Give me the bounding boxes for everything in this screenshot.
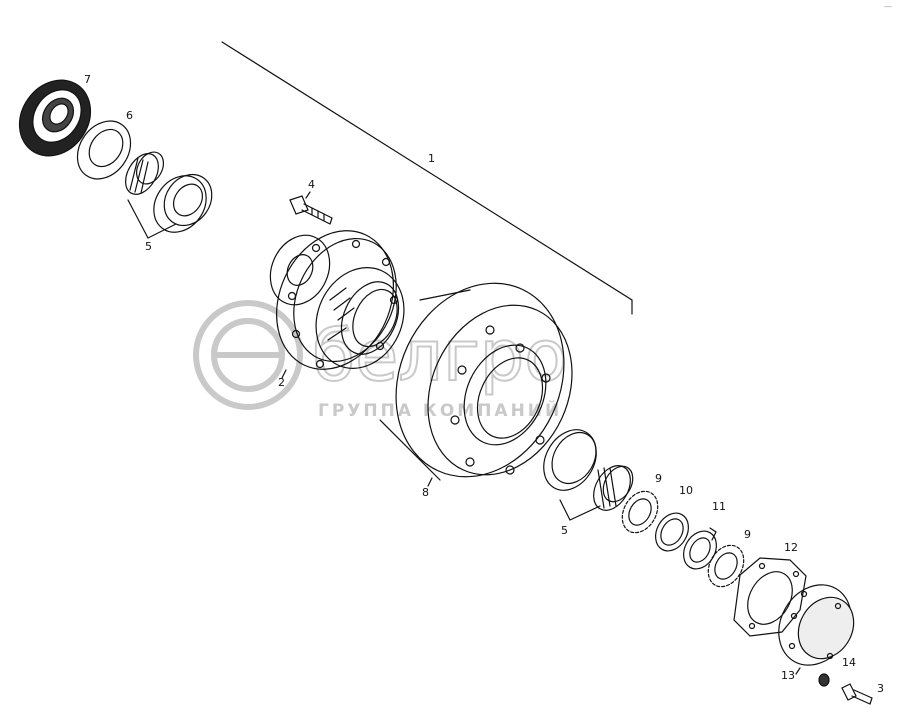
watermark-logo-icon — [193, 300, 303, 410]
part-3-cap-bolt — [841, 683, 873, 705]
watermark: белгро ГРУППА КОМПАНИЙ — [193, 300, 568, 421]
corner-mark: — — [884, 2, 892, 11]
assembly-leader-line — [221, 41, 633, 315]
callout-11: 11 — [712, 500, 726, 513]
callout-9-lower: 9 — [744, 528, 751, 541]
part-6-washer — [76, 120, 132, 180]
part-2-hub — [269, 230, 405, 379]
part-11-tab-washer — [683, 527, 717, 570]
callout-8: 8 — [422, 486, 429, 499]
callout-1: 1 — [428, 152, 435, 165]
part-4-bolt — [289, 191, 333, 225]
callout-3: 3 — [877, 682, 884, 695]
watermark-brand: белгро — [312, 315, 567, 397]
callout-12: 12 — [784, 541, 798, 554]
part-12-gasket — [733, 557, 807, 637]
callout-4: 4 — [308, 178, 315, 191]
callout-10: 10 — [679, 484, 693, 497]
callout-14: 14 — [842, 656, 856, 669]
part-13-hub-cap — [778, 584, 855, 675]
part-14-small-washer — [818, 673, 830, 687]
callout-5-lower: 5 — [561, 524, 568, 537]
part-9-lower-lock-washer — [707, 544, 745, 588]
watermark-tagline: ГРУППА КОМПАНИЙ — [318, 399, 562, 421]
callout-13: 13 — [781, 669, 795, 682]
part-10-ring — [655, 512, 689, 552]
part-8-brake-drum — [379, 282, 573, 487]
callout-9-upper: 9 — [655, 472, 662, 485]
part-9-upper-lock-washer — [621, 490, 659, 534]
part-5-lower-bearing — [543, 429, 634, 521]
part-5-upper-bearing — [125, 151, 213, 239]
callout-5-upper: 5 — [145, 240, 152, 253]
callout-labels: 7 6 5 4 1 2 8 5 9 10 11 9 12 13 14 3 — [84, 73, 884, 695]
callout-6: 6 — [126, 109, 133, 122]
part-7-bearing — [18, 79, 92, 157]
callout-7: 7 — [84, 73, 91, 86]
callout-2: 2 — [278, 376, 285, 389]
